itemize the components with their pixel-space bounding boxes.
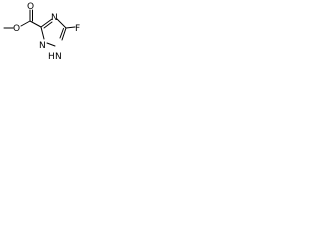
atom-nh-n: N bbox=[55, 52, 62, 62]
bond-c5-n1-double-2 bbox=[59, 28, 64, 39]
molecule-structure: O O N N H N F bbox=[3, 2, 80, 62]
atom-labels: O O N N H N F bbox=[13, 2, 80, 62]
atom-n-bottom-left: N bbox=[39, 41, 46, 51]
bond-n2-c3 bbox=[40, 26, 45, 40]
atom-n-top: N bbox=[51, 13, 58, 23]
bond-c5-f bbox=[65, 26, 76, 29]
bond-n1-n2 bbox=[46, 42, 56, 47]
atom-o-ester: O bbox=[13, 24, 20, 34]
bonds bbox=[3, 9, 76, 47]
bond-c5-n1-double-1 bbox=[61, 27, 67, 41]
atom-nh-h: H bbox=[48, 52, 55, 62]
atom-fluorine: F bbox=[75, 24, 80, 34]
bond-o-carbonyl-c bbox=[20, 20, 31, 27]
bond-c3-n4-double-2 bbox=[43, 21, 53, 29]
bond-n4-c5 bbox=[56, 18, 67, 29]
bond-c3-n4-double-1 bbox=[40, 18, 53, 28]
bond-carbonyl-ring bbox=[29, 20, 42, 28]
atom-o-carbonyl: O bbox=[27, 2, 34, 12]
